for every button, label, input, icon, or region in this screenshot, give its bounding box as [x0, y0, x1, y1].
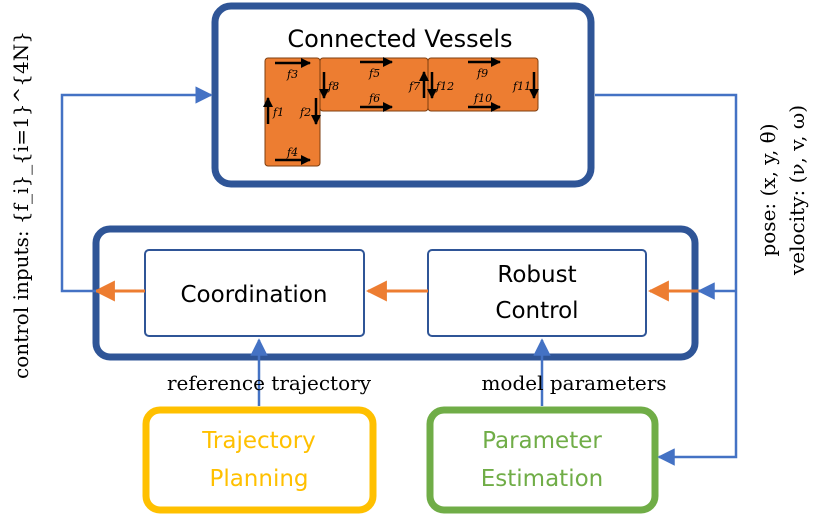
coordination-label: Coordination: [181, 282, 328, 308]
coordination-block: [144, 249, 365, 337]
connected-vessels-title: Connected Vessels: [287, 25, 512, 53]
trajectory-planning-label-line2: Planning: [209, 466, 308, 492]
model-parameters-label: model parameters: [481, 371, 666, 395]
reference-trajectory-label: reference trajectory: [167, 371, 372, 395]
robust-control-label-line1: Robust: [497, 262, 576, 288]
robust-control-label-line2: Control: [495, 298, 578, 324]
robust-control-block: [427, 249, 647, 337]
parameter-estimation-block: [426, 406, 659, 514]
trajectory-planning-label-line1: Trajectory: [201, 428, 316, 454]
velocity-label: velocity: (ν, v, ω): [785, 105, 809, 276]
force-label-f4: f4: [286, 146, 298, 159]
force-label-f12: f12: [435, 80, 454, 93]
link-state-measurement: [595, 93, 738, 466]
force-label-f6: f6: [368, 92, 380, 105]
force-label-f2: f2: [299, 106, 311, 119]
vessel-group: f3 f4 f1 f2 f5 f6 f8 f7 f9 f10 f12 f11: [263, 57, 539, 167]
trajectory-planning-block: [142, 406, 377, 514]
parameter-estimation-label-line1: Parameter: [482, 428, 602, 454]
force-label-f3: f3: [286, 68, 298, 81]
link-control-inputs-feedback: [60, 86, 213, 293]
force-label-f9: f9: [476, 67, 488, 80]
force-label-f1: f1: [272, 106, 284, 119]
force-label-f8: f8: [327, 80, 339, 93]
vessel-block-left: [264, 57, 321, 167]
parameter-estimation-label-line2: Estimation: [481, 466, 603, 492]
vessel-block-right: [427, 57, 539, 112]
force-label-f5: f5: [368, 67, 380, 80]
force-label-f7: f7: [408, 80, 420, 93]
pose-label: pose: (x, y, θ): [756, 123, 780, 256]
force-label-f11: f11: [512, 80, 531, 93]
control-inputs-label: control inputs: {f_i}_{i=1}^{4N}: [9, 31, 33, 379]
force-label-f10: f10: [473, 92, 492, 105]
